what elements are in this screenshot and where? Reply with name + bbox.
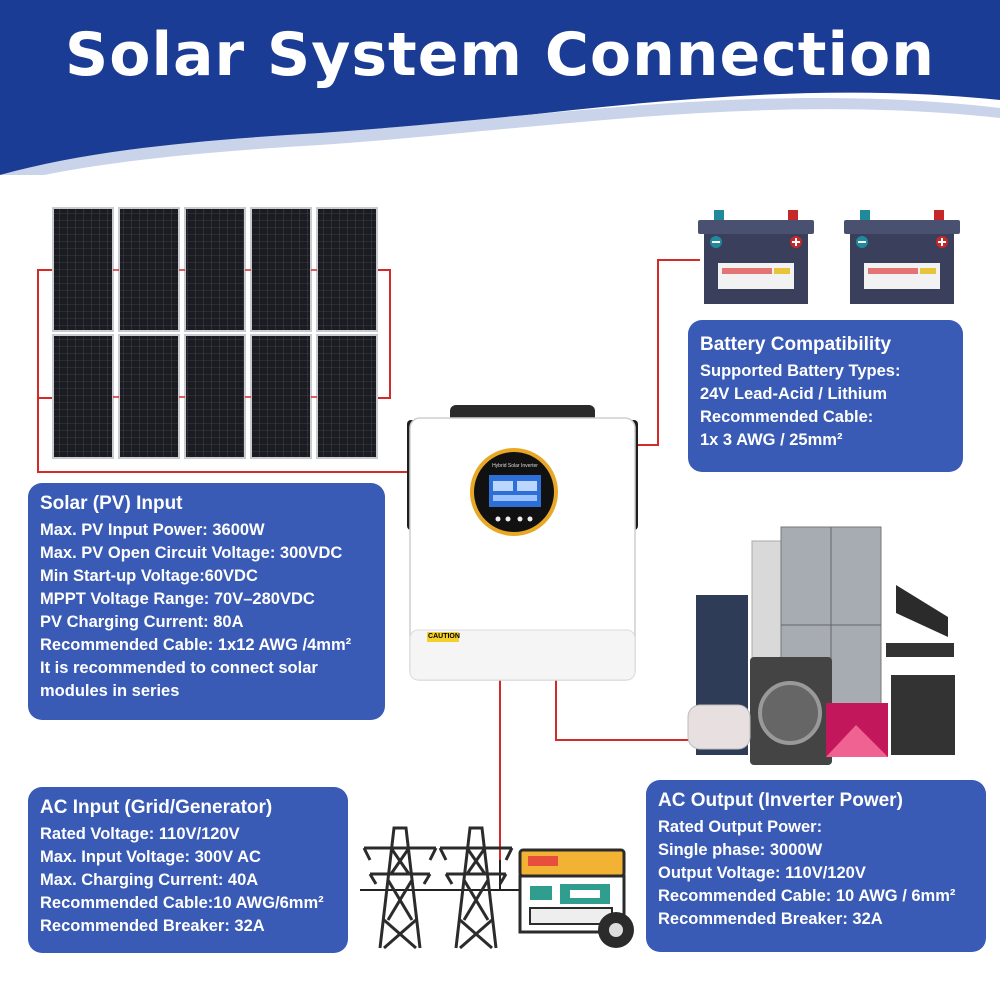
battery-line: Recommended Cable: bbox=[700, 408, 874, 426]
solar-line: Min Start-up Voltage:60VDC bbox=[40, 567, 258, 585]
ac-input-box: AC Input (Grid/Generator) Rated Voltage:… bbox=[28, 787, 348, 953]
caution-label: CAUTION bbox=[428, 633, 460, 640]
ac-input-heading: AC Input (Grid/Generator) bbox=[40, 797, 273, 818]
page-title: Solar System Connection bbox=[65, 20, 935, 90]
ac-input-line: Recommended Breaker: 32A bbox=[40, 917, 265, 935]
ac-output-line: Single phase: 3000W bbox=[658, 841, 823, 859]
ac-output-line: Recommended Cable: 10 AWG / 6mm² bbox=[658, 887, 956, 905]
solar-line: PV Charging Current: 80A bbox=[40, 613, 244, 631]
solar-line: It is recommended to connect solar modul… bbox=[40, 659, 318, 700]
battery-heading: Battery Compatibility bbox=[700, 334, 892, 355]
ac-output-line: Recommended Breaker: 32A bbox=[658, 910, 883, 928]
battery-icon bbox=[698, 210, 814, 304]
ac-output-heading: AC Output (Inverter Power) bbox=[658, 790, 903, 811]
inverter-icon bbox=[407, 405, 638, 681]
solar-line: Recommended Cable: 1x12 AWG /4mm² bbox=[40, 636, 352, 654]
solar-line: Max. PV Open Circuit Voltage: 300VDC bbox=[40, 544, 343, 562]
ac-input-line: Max. Charging Current: 40A bbox=[40, 871, 259, 889]
generator-icon bbox=[518, 848, 634, 948]
battery-line: 1x 3 AWG / 25mm² bbox=[700, 431, 843, 449]
header-banner bbox=[0, 0, 1000, 175]
ac-output-box: AC Output (Inverter Power) Rated Output … bbox=[646, 780, 986, 952]
solar-heading: Solar (PV) Input bbox=[40, 493, 183, 514]
battery-line: 24V Lead-Acid / Lithium bbox=[700, 385, 888, 403]
solar-line: Max. PV Input Power: 3600W bbox=[40, 521, 265, 539]
transmission-tower-icon bbox=[362, 826, 514, 950]
battery-info-box: Battery Compatibility Supported Battery … bbox=[688, 320, 963, 472]
ac-output-line: Output Voltage: 110V/120V bbox=[658, 864, 866, 882]
solar-line: MPPT Voltage Range: 70V–280VDC bbox=[40, 590, 315, 608]
appliances-icon bbox=[687, 526, 955, 765]
battery-line: Supported Battery Types: bbox=[700, 362, 901, 380]
battery-icon bbox=[844, 210, 960, 304]
solar-panel-icon bbox=[52, 207, 378, 459]
ac-input-line: Max. Input Voltage: 300V AC bbox=[40, 848, 261, 866]
ac-input-line: Recommended Cable:10 AWG/6mm² bbox=[40, 894, 324, 912]
ac-input-line: Rated Voltage: 110V/120V bbox=[40, 825, 240, 843]
solar-input-box: Solar (PV) Input Max. PV Input Power: 36… bbox=[28, 483, 385, 720]
ac-output-line: Rated Output Power: bbox=[658, 818, 823, 836]
inverter-screen-label: Hybrid Solar Inverter bbox=[492, 463, 538, 469]
